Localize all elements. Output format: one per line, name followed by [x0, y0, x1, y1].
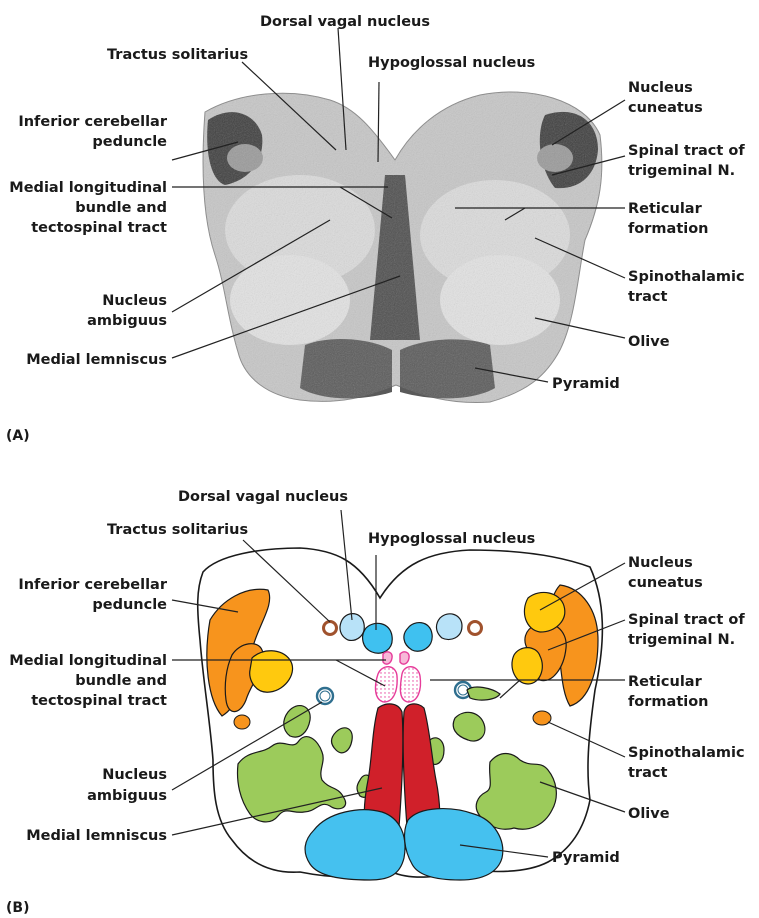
panel-b-schematic [198, 548, 603, 880]
tectospinal-tract-left [376, 667, 398, 702]
panel-b-tag: (B) [6, 900, 29, 916]
photo-texture [203, 92, 602, 403]
label-b-medial-longitudinal-1: Medial longitudinal [9, 653, 167, 669]
spinothalamic-tract-left [234, 715, 250, 729]
label-a-spinal-tract-2: trigeminal N. [628, 163, 735, 179]
hypoglossal-nucleus-right [404, 623, 432, 652]
tectospinal-tract-right [400, 667, 420, 702]
label-b-spinothalamic-1: Spinothalamic [628, 745, 745, 761]
label-a-spinothalamic-2: tract [628, 289, 667, 305]
label-a-spinal-tract-1: Spinal tract of [628, 143, 745, 159]
label-b-nucleus-ambiguus-1: Nucleus [102, 767, 167, 783]
label-b-spinothalamic-2: tract [628, 765, 667, 781]
label-a-nucleus-cuneatus-2: cuneatus [628, 100, 703, 116]
label-a-spinothalamic-1: Spinothalamic [628, 269, 745, 285]
label-a-medial-longitudinal-3: tectospinal tract [31, 220, 167, 236]
label-a-pyramid: Pyramid [552, 376, 620, 392]
label-a-reticular-1: Reticular [628, 201, 703, 217]
panel-a-tag: (A) [6, 428, 30, 444]
label-a-nucleus-ambiguus-1: Nucleus [102, 293, 167, 309]
tractus-solitarius-right [469, 622, 482, 635]
label-a-medial-longitudinal-1: Medial longitudinal [9, 180, 167, 196]
label-a-nucleus-cuneatus-1: Nucleus [628, 80, 693, 96]
label-b-medial-longitudinal-3: tectospinal tract [31, 693, 167, 709]
label-b-inferior-cerebellar-1: Inferior cerebellar [18, 577, 167, 593]
label-a-nucleus-ambiguus-2: ambiguus [87, 313, 167, 329]
label-a-hypoglossal: Hypoglossal nucleus [368, 55, 535, 71]
mlf-right [400, 652, 409, 664]
label-a-tractus-solitarius: Tractus solitarius [107, 47, 248, 63]
label-b-pyramid: Pyramid [552, 850, 620, 866]
label-b-hypoglossal: Hypoglossal nucleus [368, 531, 535, 547]
dorsal-vagal-nucleus-right [436, 614, 462, 640]
label-b-tractus-solitarius: Tractus solitarius [107, 522, 248, 538]
label-b-dorsal-vagal: Dorsal vagal nucleus [178, 489, 348, 505]
label-a-inferior-cerebellar-2: peduncle [92, 134, 167, 150]
label-b-medial-lemniscus: Medial lemniscus [26, 828, 167, 844]
label-b-medial-longitudinal-2: bundle and [75, 673, 167, 689]
tractus-solitarius-left [324, 622, 337, 635]
label-a-dorsal-vagal: Dorsal vagal nucleus [260, 14, 430, 30]
hypoglossal-nucleus-left [363, 623, 393, 653]
label-b-olive: Olive [628, 806, 670, 822]
panel-a-section-photo [203, 92, 602, 403]
label-b-reticular-2: formation [628, 694, 709, 710]
label-b-inferior-cerebellar-2: peduncle [92, 597, 167, 613]
nucleus-cuneatus-right-lower [512, 648, 542, 684]
label-a-olive: Olive [628, 334, 670, 350]
label-a-medial-lemniscus: Medial lemniscus [26, 352, 167, 368]
spinothalamic-tract-right [533, 711, 551, 725]
nucleus-ambiguus-left [317, 688, 333, 704]
label-a-medial-longitudinal-2: bundle and [75, 200, 167, 216]
label-b-spinal-tract-1: Spinal tract of [628, 612, 745, 628]
label-b-nucleus-cuneatus-1: Nucleus [628, 555, 693, 571]
label-a-reticular-2: formation [628, 221, 709, 237]
label-b-spinal-tract-2: trigeminal N. [628, 632, 735, 648]
label-b-nucleus-cuneatus-2: cuneatus [628, 575, 703, 591]
label-b-reticular-1: Reticular [628, 674, 703, 690]
label-a-inferior-cerebellar-1: Inferior cerebellar [18, 114, 167, 130]
label-b-nucleus-ambiguus-2: ambiguus [87, 788, 167, 804]
mlf-left [383, 652, 392, 664]
